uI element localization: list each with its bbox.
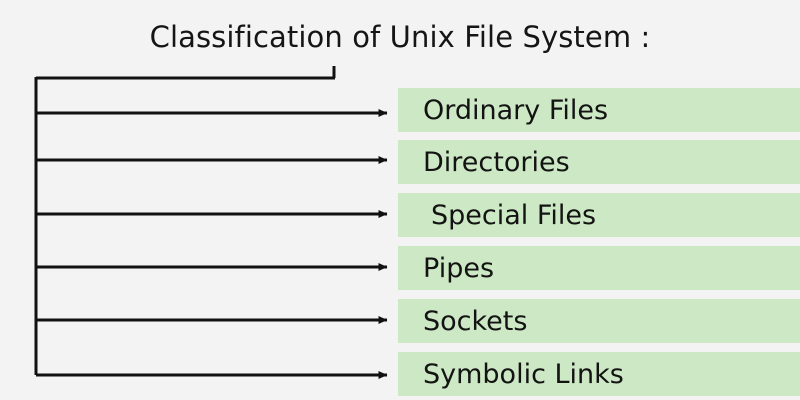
category-label: Directories: [423, 146, 570, 178]
category-box-special-files: Special Files: [398, 193, 800, 237]
category-label: Ordinary Files: [423, 94, 609, 126]
category-box-directories: Directories: [398, 140, 800, 184]
page-title: Classification of Unix File System :: [149, 20, 651, 54]
category-label: Pipes: [423, 252, 495, 284]
category-label: Symbolic Links: [423, 358, 624, 390]
category-box-sockets: Sockets: [398, 299, 800, 343]
category-box-pipes: Pipes: [398, 246, 800, 290]
tree-stem-group: [34, 66, 336, 375]
category-box-ordinary-files: Ordinary Files: [398, 88, 800, 132]
category-box-symbolic-links: Symbolic Links: [398, 352, 800, 396]
tree-branch-group: [36, 109, 388, 379]
category-label: Sockets: [423, 305, 528, 337]
category-label: Special Files: [431, 199, 597, 231]
